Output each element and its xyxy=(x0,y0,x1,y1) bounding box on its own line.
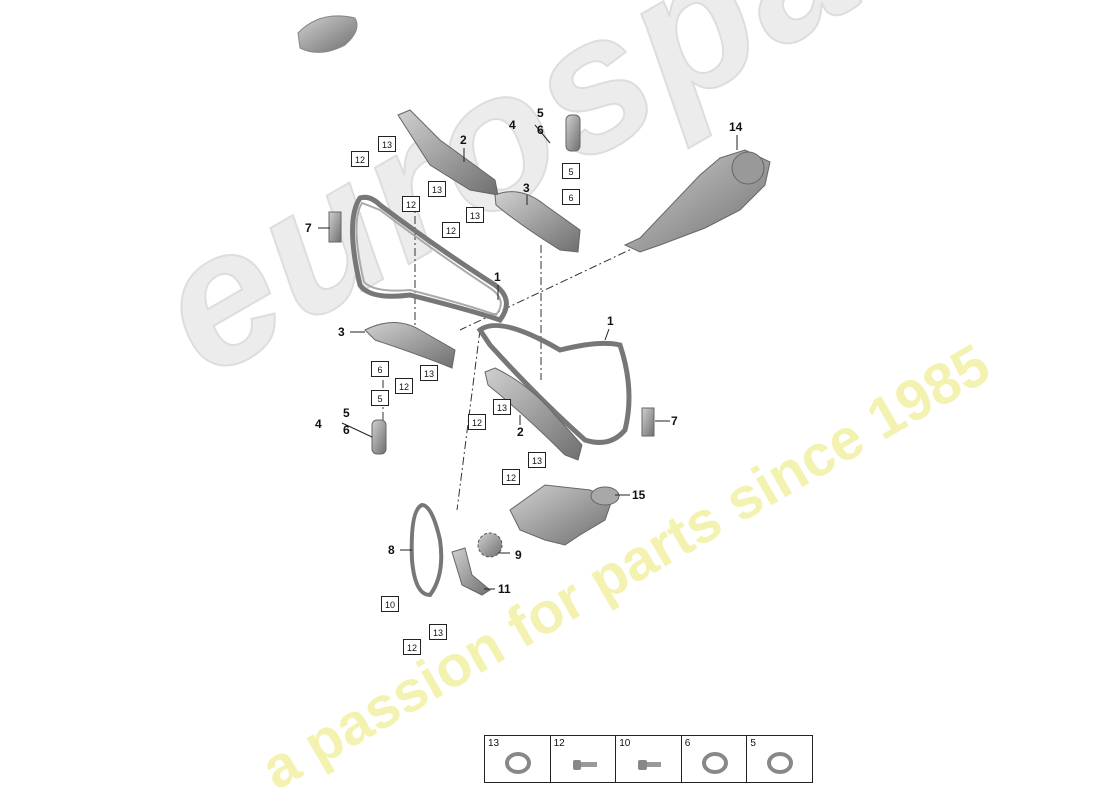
oil-pump-tensioner xyxy=(451,547,491,596)
ref-box-12: 12 xyxy=(442,222,460,238)
callout-3-lower: 3 xyxy=(338,325,345,339)
dashed-lines xyxy=(382,200,641,511)
callout-1-left: 1 xyxy=(494,270,501,284)
ref-box-5: 5 xyxy=(371,390,389,406)
legend-label: 10 xyxy=(619,738,631,749)
ref-box-12: 12 xyxy=(402,196,420,212)
ref-box-6: 6 xyxy=(562,189,580,205)
callout-4-upper: 4 xyxy=(509,118,516,132)
timing-chain-left-inner xyxy=(355,201,502,317)
callout-6-upper: 6 xyxy=(537,123,544,137)
ref-box-13: 13 xyxy=(493,399,511,415)
timing-chain-right xyxy=(476,323,632,445)
o-ring-icon xyxy=(701,752,728,774)
legend-cell: 13 xyxy=(485,736,551,782)
ref-box-13: 13 xyxy=(466,207,484,223)
ref-box-12: 12 xyxy=(502,469,520,485)
callout-6-lower: 6 xyxy=(343,423,350,437)
crankshaft-part xyxy=(623,149,771,253)
callout-1-right: 1 xyxy=(607,314,614,328)
ref-box-12: 12 xyxy=(468,414,486,430)
legend-cell: 12 xyxy=(551,736,617,782)
guide-block-left xyxy=(328,211,342,243)
ref-box-13: 13 xyxy=(420,365,438,381)
legend-label: 6 xyxy=(684,738,691,749)
chain-tensioner-upper xyxy=(565,114,581,152)
legend-label: 12 xyxy=(553,738,565,749)
guide-block-right xyxy=(641,407,655,437)
callout-3-upper: 3 xyxy=(523,181,530,195)
ref-box-13: 13 xyxy=(378,136,396,152)
small-parts-legend: 13 12 10 6 5 xyxy=(484,735,813,783)
chain-tensioner-lower xyxy=(371,419,387,455)
callout-15: 15 xyxy=(632,488,646,502)
callout-14: 14 xyxy=(729,120,743,134)
o-ring-icon xyxy=(767,752,794,774)
oil-pump-chain xyxy=(409,502,444,598)
callout-8: 8 xyxy=(388,543,395,557)
callout-7-left: 7 xyxy=(305,221,312,235)
callout-5-lower: 5 xyxy=(343,406,350,420)
ref-box-13: 13 xyxy=(528,452,546,468)
callout-7-right: 7 xyxy=(671,414,678,428)
callout-2-lower: 2 xyxy=(517,425,524,439)
legend-cell: 5 xyxy=(747,736,812,782)
legend-label: 13 xyxy=(488,738,500,749)
ref-box-12: 12 xyxy=(351,151,369,167)
ref-box-10: 10 xyxy=(381,596,399,612)
ref-box-5: 5 xyxy=(562,163,580,179)
o-ring-icon xyxy=(505,752,531,774)
ref-box-13: 13 xyxy=(429,624,447,640)
timing-chain-left xyxy=(350,194,509,323)
legend-cell: 6 xyxy=(682,736,748,782)
callout-4-lower: 4 xyxy=(315,417,322,431)
legend-label: 5 xyxy=(750,738,756,749)
tensioner-rail-lower xyxy=(364,322,456,369)
oil-pump-part xyxy=(509,484,620,546)
callout-9: 9 xyxy=(515,548,522,562)
sprocket-part xyxy=(477,532,503,558)
leader-lines xyxy=(318,124,738,590)
chain-guide-upper xyxy=(397,109,499,196)
callout-5-upper: 5 xyxy=(537,106,544,120)
ref-box-12: 12 xyxy=(395,378,413,394)
bolt-icon xyxy=(572,760,597,770)
callout-11: 11 xyxy=(498,582,511,596)
ref-box-6: 6 xyxy=(371,361,389,377)
callout-2-upper: 2 xyxy=(460,133,467,147)
legend-cell: 10 xyxy=(616,736,682,782)
bolt-icon xyxy=(638,760,662,770)
ref-box-13: 13 xyxy=(428,181,446,197)
ref-box-12: 12 xyxy=(403,639,421,655)
cover-cap-part xyxy=(297,15,358,53)
tensioner-rail-upper xyxy=(494,191,581,253)
